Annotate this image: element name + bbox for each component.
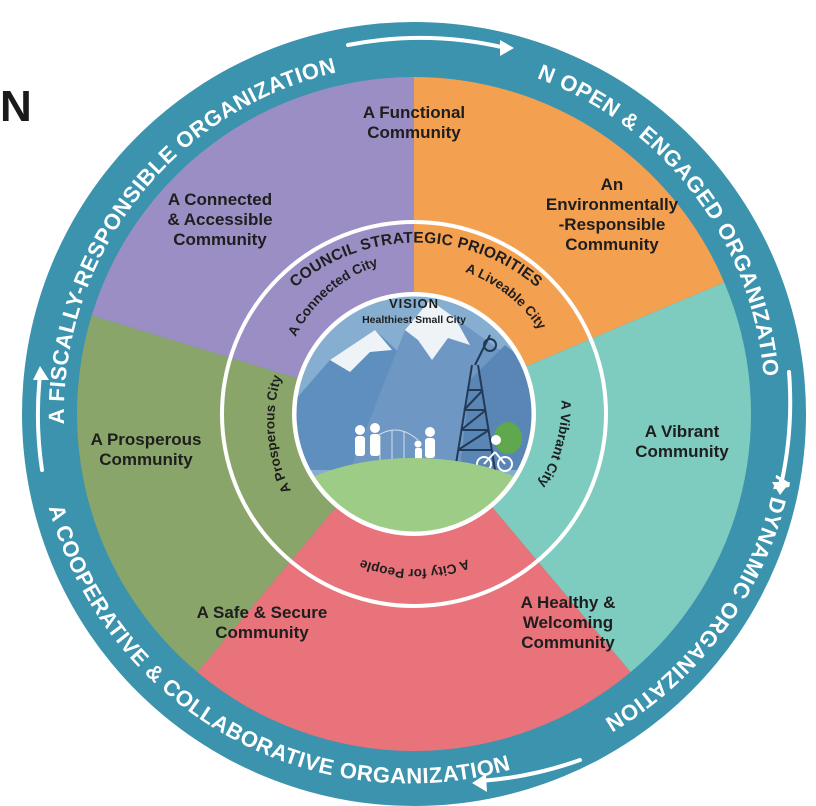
- arrow-top: [346, 36, 508, 50]
- arrow-left: [35, 373, 44, 472]
- snow-cap: [405, 300, 470, 360]
- segment-label-line: Community: [367, 123, 461, 142]
- segment-label-line: A Vibrant: [645, 422, 720, 441]
- headframe-tower: [454, 334, 497, 471]
- segment-label-line: Community: [99, 450, 193, 469]
- segment-label-line: A Safe & Secure: [197, 603, 328, 622]
- segment-label-line: An: [601, 175, 624, 194]
- snow-left: [330, 330, 392, 372]
- vision-subtitle: Healthiest Small City: [362, 314, 466, 326]
- segment-label-line: A Prosperous: [91, 430, 202, 449]
- grass-hill: [295, 458, 533, 533]
- vision-title: VISION: [389, 296, 439, 311]
- segment-label-line: -Responsible: [559, 215, 666, 234]
- ring-arrows: [33, 36, 793, 792]
- center-border: [293, 293, 535, 535]
- segment-label-line: A Healthy &: [521, 593, 616, 612]
- vision-illustration: [295, 295, 533, 533]
- priorities-ring-outline: [220, 220, 608, 608]
- segment-label-line: Welcoming: [523, 613, 613, 632]
- segment-label-line: A Connected: [168, 190, 272, 209]
- segment-label-line: Community: [635, 442, 729, 461]
- arrow-top-head: [500, 40, 514, 56]
- segment-label-line: Community: [521, 633, 615, 652]
- segment-label-line: Community: [215, 623, 309, 642]
- arrow-bottom-head: [472, 774, 487, 792]
- arrow-bottom: [478, 758, 582, 783]
- segment-label-line: Community: [565, 235, 659, 254]
- segment-label-line: Community: [173, 230, 267, 249]
- arrow-right: [779, 370, 793, 487]
- segment-label-line: & Accessible: [167, 210, 272, 229]
- arrow-left-head: [33, 366, 49, 380]
- segment-red: [197, 414, 631, 751]
- arena-structure: [371, 429, 419, 462]
- tree: [494, 422, 522, 454]
- segment-label-line: A Functional: [363, 103, 465, 122]
- arrow-right-head: [772, 482, 790, 495]
- segment-label-line: Environmentally: [546, 195, 679, 214]
- heading-fragment: N: [0, 82, 32, 131]
